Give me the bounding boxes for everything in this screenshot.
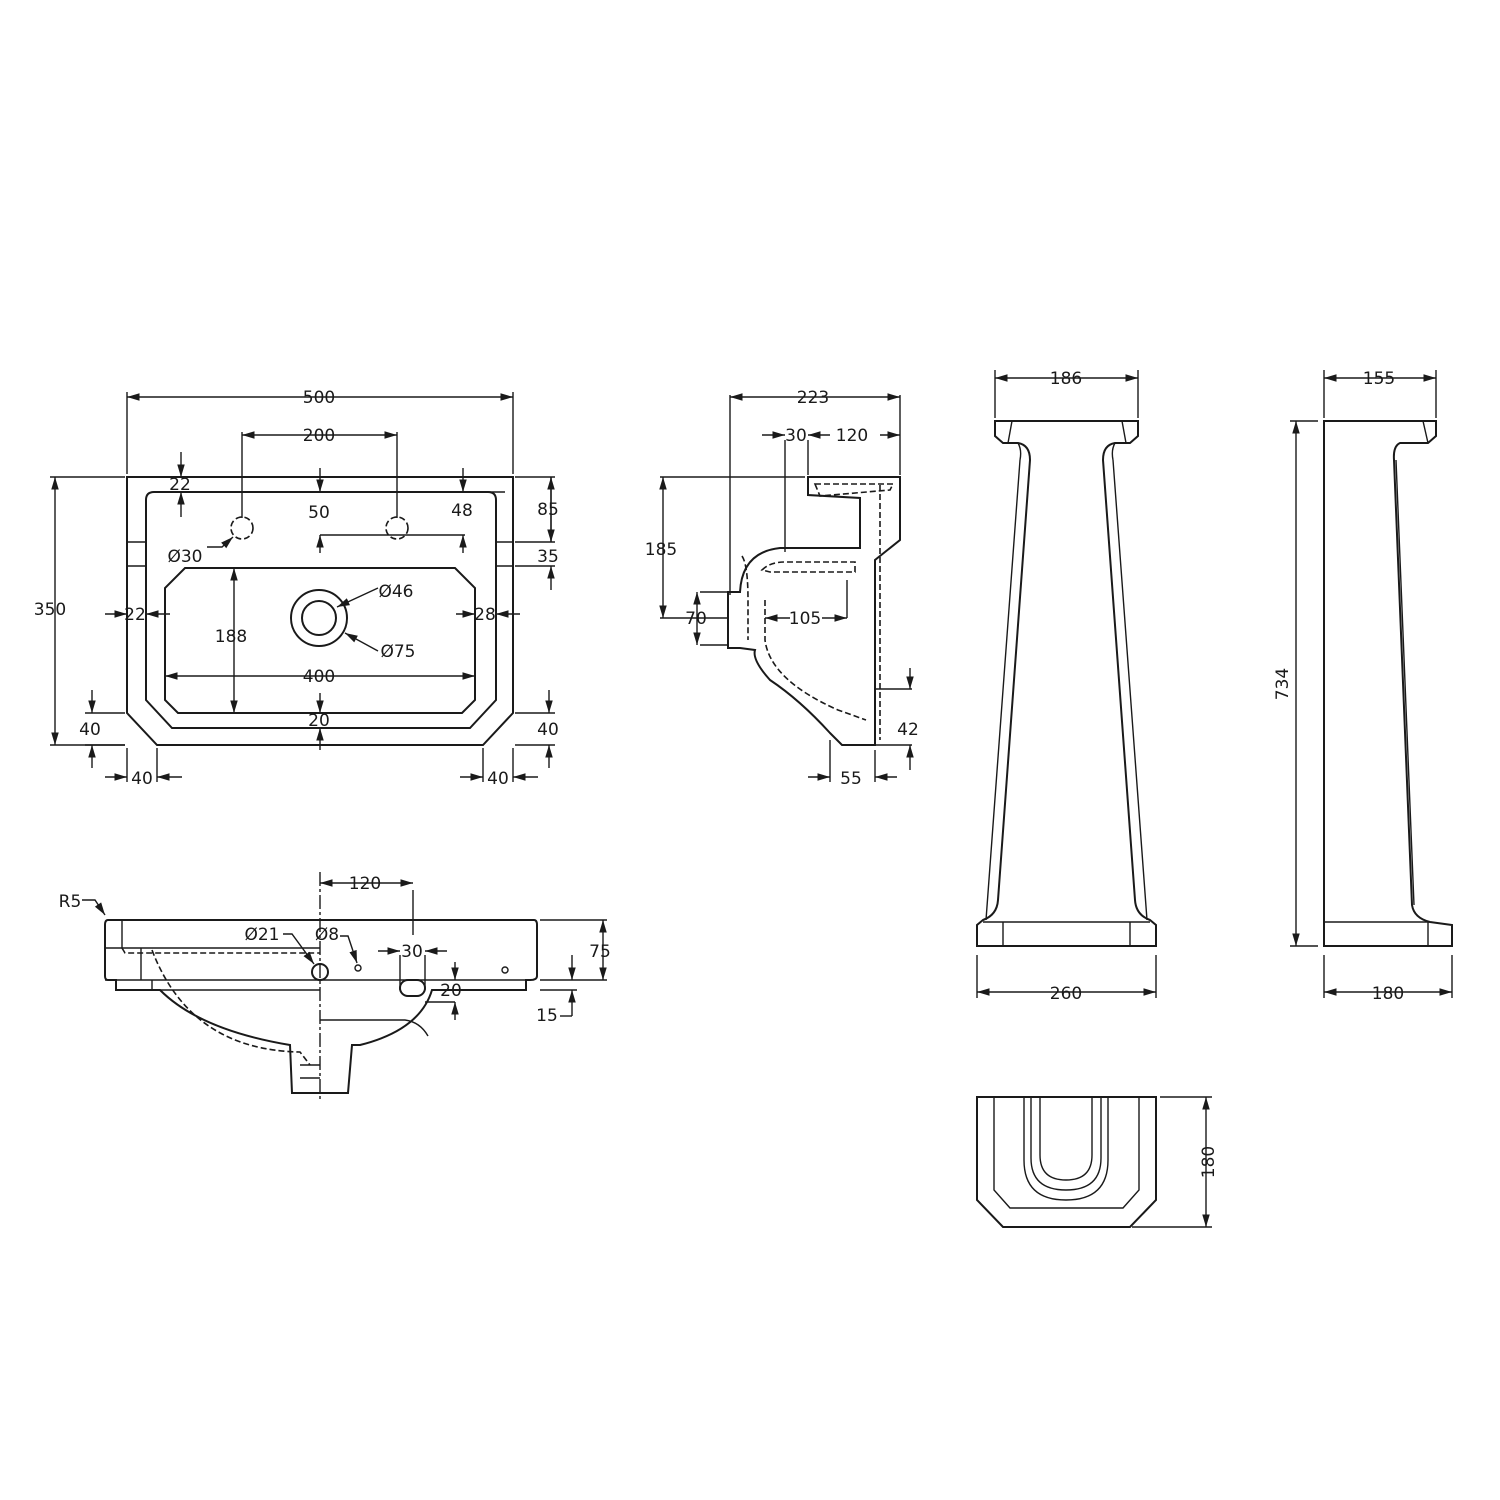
dim-side-42: 42 (897, 720, 919, 740)
outer-outline (126, 476, 514, 746)
dim-front-75: 75 (589, 942, 611, 962)
dim-tap-spacing: 200 (303, 426, 335, 446)
dim-left-40h: 40 (131, 769, 153, 789)
tap-hole-right (385, 516, 409, 540)
dim-rim-top: 22 (169, 475, 191, 495)
dim-right-40h: 40 (487, 769, 509, 789)
dim-tap-offset: 50 (308, 503, 330, 523)
hole-21 (311, 963, 329, 981)
dim-85: 85 (537, 500, 559, 520)
tap-hole-left (230, 516, 254, 540)
pedestal-side-outline (1323, 420, 1453, 947)
pedestal-plan-view: 180 (976, 1096, 1219, 1228)
dim-right-rim: 28 (474, 605, 496, 625)
basin-front-view: R5 120 Ø21 Ø8 30 75 20 15 (59, 872, 611, 1102)
dim-tap-right: 48 (451, 501, 473, 521)
waste-inner (301, 600, 337, 636)
dim-side-30: 30 (785, 426, 807, 446)
pedestal-side-view: 155 734 180 (1273, 369, 1453, 1004)
dim-pedestal-top: 186 (1050, 369, 1082, 389)
dim-side-55: 55 (840, 769, 862, 789)
pedestal-front-view: 186 260 (976, 369, 1157, 1004)
dim-side-depth: 223 (797, 388, 829, 408)
pedestal-plan-outline (976, 1096, 1157, 1228)
dim-depth: 350 (34, 600, 66, 620)
dim-left-rim: 22 (124, 605, 146, 625)
dim-hole-21: Ø21 (244, 925, 279, 945)
dim-pedestal-side-top: 155 (1363, 369, 1395, 389)
dim-width: 500 (303, 388, 335, 408)
overflow-slot (399, 979, 426, 997)
dim-side-105: 105 (789, 609, 821, 629)
dim-waste-outer: Ø75 (380, 642, 415, 662)
dim-front-30: 30 (401, 942, 423, 962)
dim-pedestal-height: 734 (1273, 668, 1293, 700)
hole-8 (354, 964, 362, 972)
inner-rim (145, 491, 497, 729)
dim-front-120: 120 (349, 874, 381, 894)
pedestal-front-outline (976, 420, 1157, 947)
dim-waste-inner: Ø46 (378, 582, 413, 602)
dim-hole-8: Ø8 (315, 925, 339, 945)
front-outline (104, 919, 538, 1094)
dim-r5: R5 (59, 892, 82, 912)
dim-35: 35 (537, 547, 559, 567)
dim-pedestal-base: 260 (1050, 984, 1082, 1004)
waste-outer (290, 589, 348, 647)
dim-bowl-depth: 188 (215, 627, 247, 647)
bowl-outline (164, 567, 476, 714)
dim-right-40v: 40 (537, 720, 559, 740)
dim-front-20: 20 (440, 981, 462, 1001)
dim-plan-depth: 180 (1199, 1146, 1219, 1178)
dim-side-120: 120 (836, 426, 868, 446)
dim-front-rim: 20 (308, 711, 330, 731)
dim-tap-hole: Ø30 (167, 547, 202, 567)
dim-pedestal-side-base: 180 (1372, 984, 1404, 1004)
dim-front-15: 15 (536, 1006, 558, 1026)
overflow-hole (501, 966, 509, 974)
dim-left-40v: 40 (79, 720, 101, 740)
section-outline (727, 476, 901, 746)
basin-side-section: 223 30 120 185 70 105 42 55 (645, 388, 919, 789)
dim-side-70: 70 (685, 609, 707, 629)
dim-side-height: 185 (645, 540, 677, 560)
dim-bowl-width: 400 (303, 667, 335, 687)
basin-top-view: 500 200 22 50 48 85 35 350 Ø30 Ø46 Ø75 2… (34, 388, 559, 789)
